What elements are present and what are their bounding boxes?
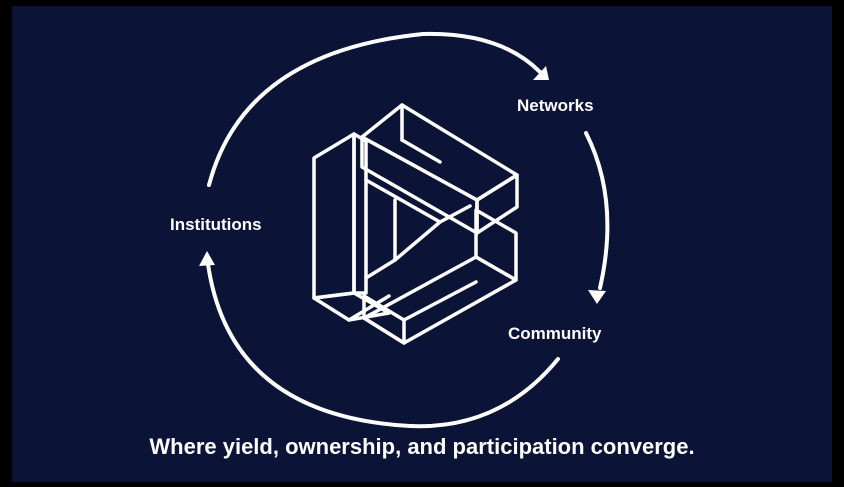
arrowhead-community xyxy=(588,290,606,304)
arrow-institutions-to-networks xyxy=(207,31,542,187)
cycle-arrows xyxy=(199,31,610,429)
arrow-networks-to-community xyxy=(584,131,610,290)
logo-inner-triangle xyxy=(364,178,472,280)
arrowhead-institutions xyxy=(199,251,215,266)
impossible-triangle-logo-icon xyxy=(312,103,519,345)
arrowhead-networks xyxy=(533,66,549,80)
arrow-community-to-institutions xyxy=(206,262,560,429)
node-label-community: Community xyxy=(508,324,602,343)
node-label-institutions: Institutions xyxy=(170,215,262,234)
tagline: Where yield, ownership, and participatio… xyxy=(149,434,695,459)
node-label-networks: Networks xyxy=(517,96,594,115)
slide-background xyxy=(12,6,832,482)
logo-bar-bottom xyxy=(362,208,518,345)
logo-bar-left xyxy=(312,132,391,322)
logo-bar-top xyxy=(360,103,519,235)
